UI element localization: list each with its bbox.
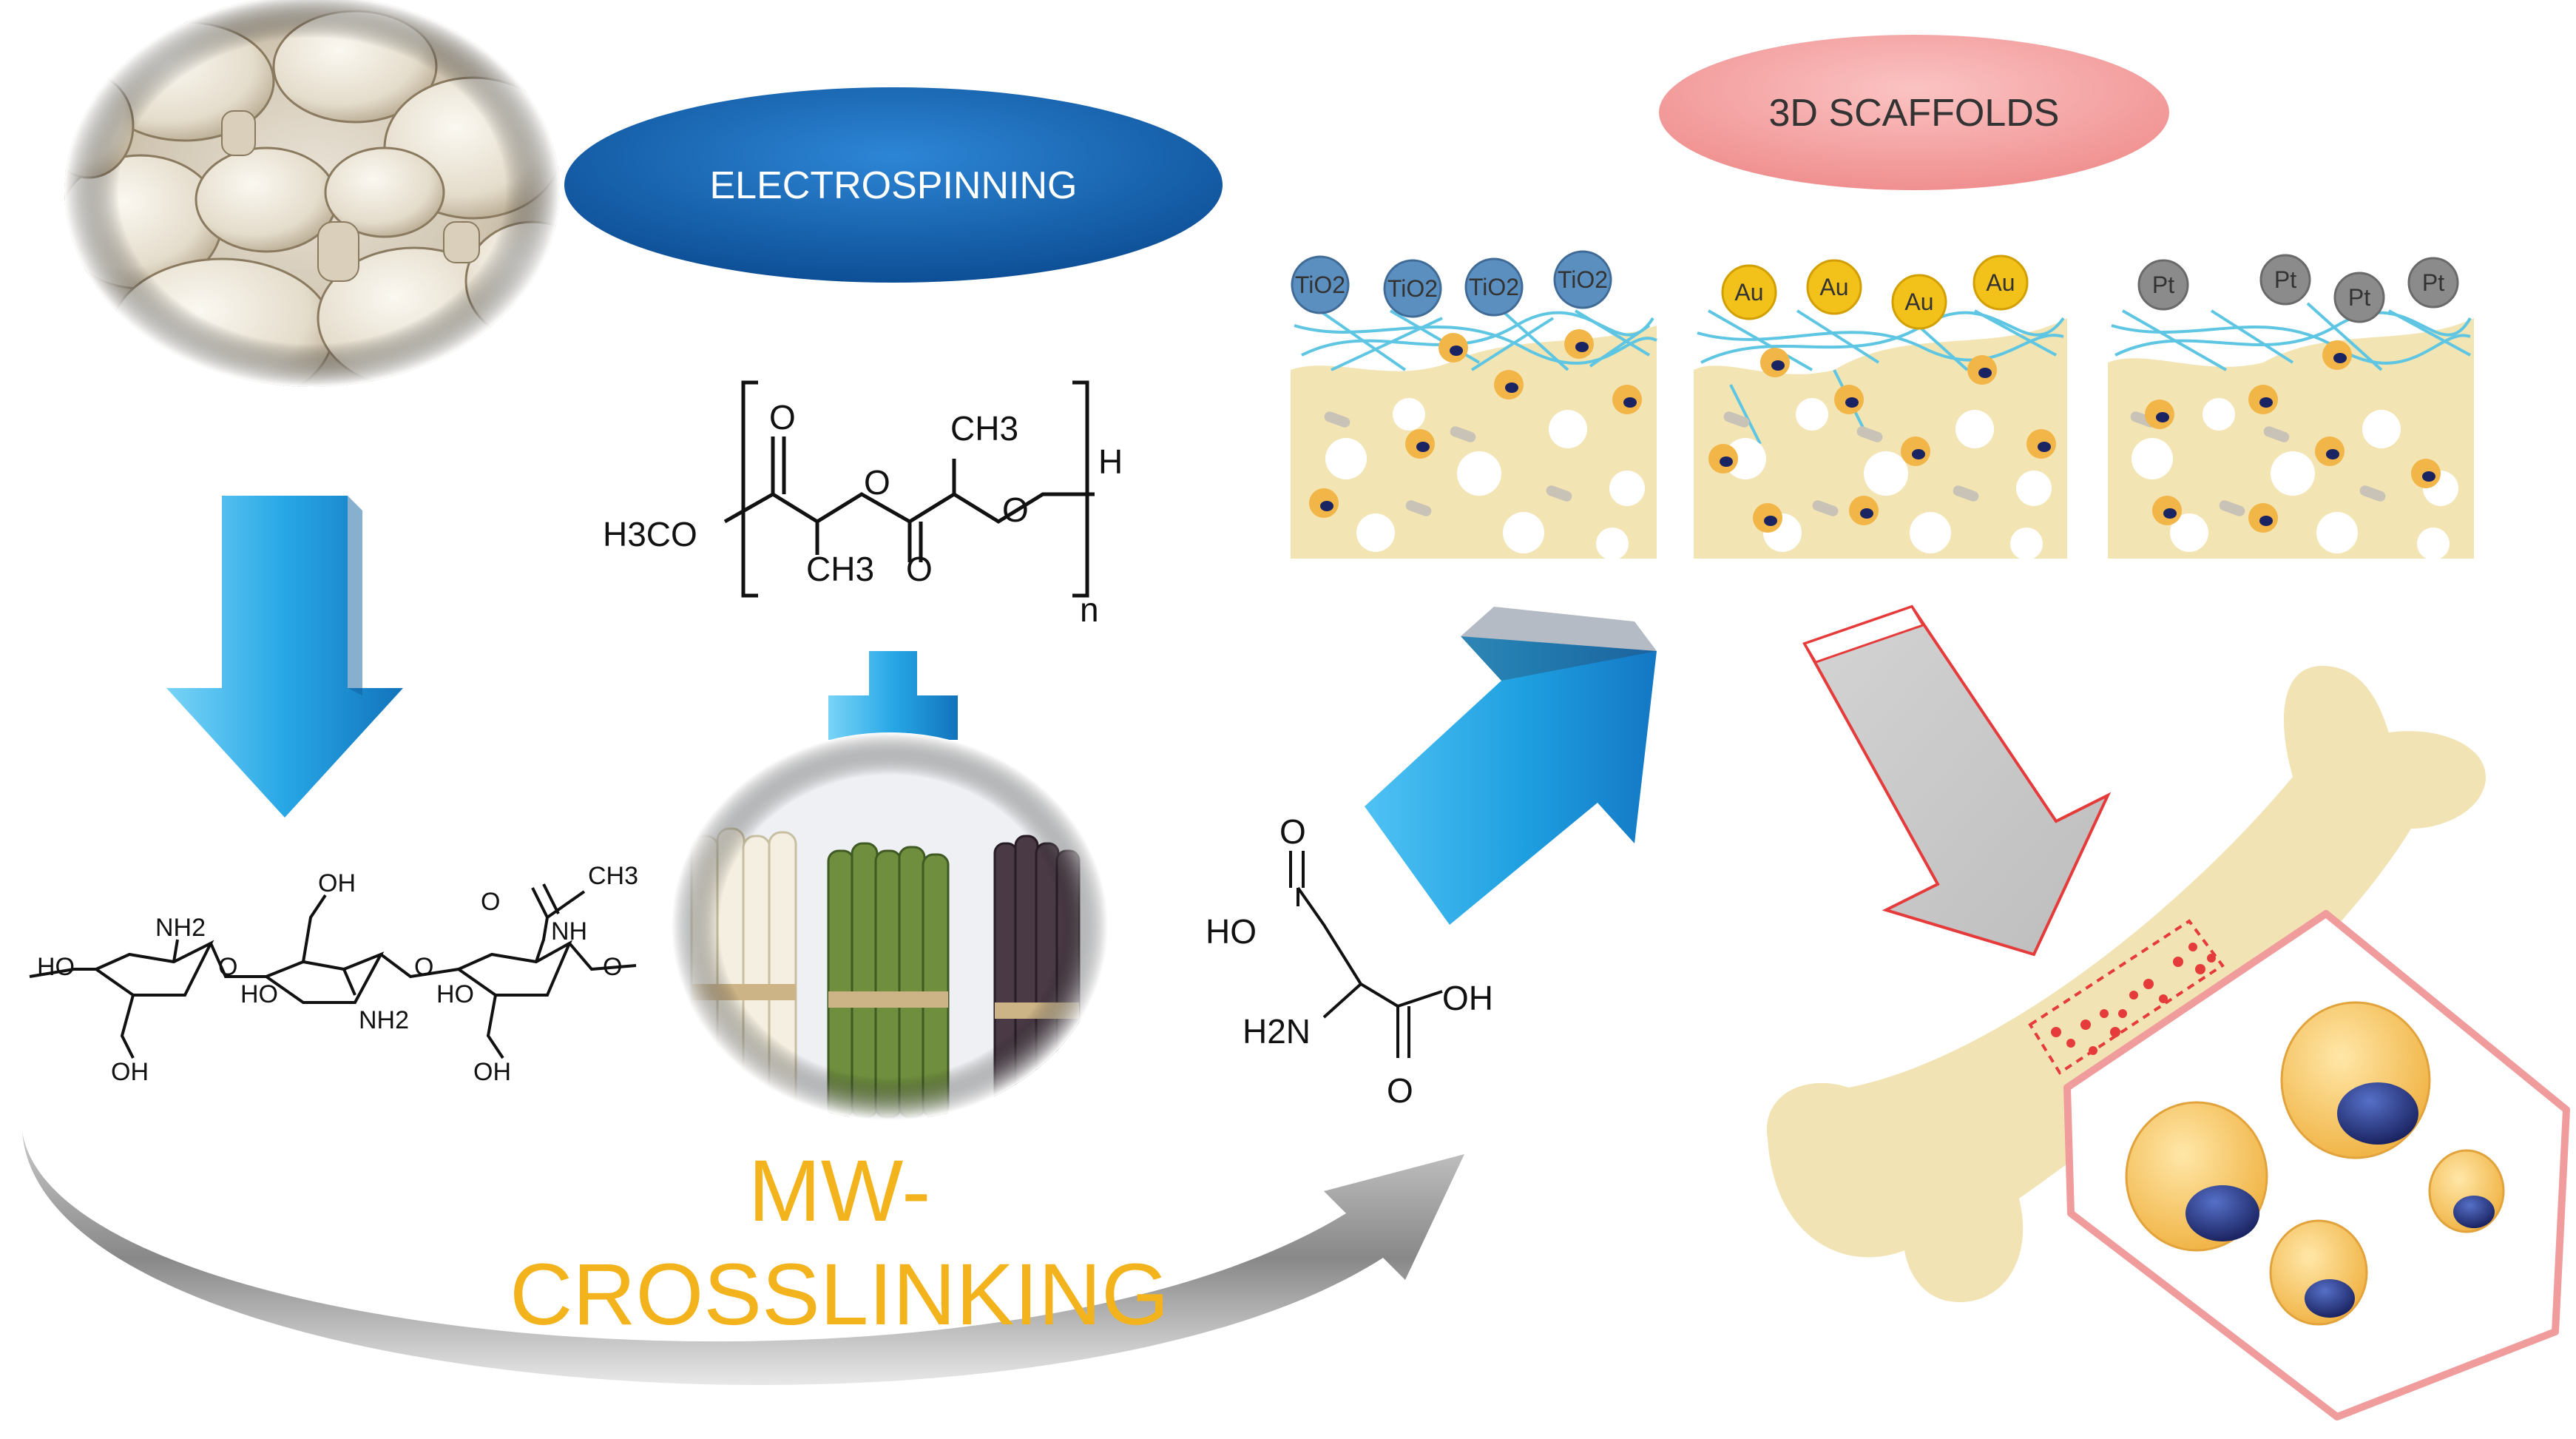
plus-icon (828, 651, 958, 784)
curved-arrow-icon (22, 1132, 1464, 1386)
pla-structure (723, 380, 1095, 598)
chitosan-o-4: O (603, 953, 622, 981)
electrospinning-oval: ELECTROSPINNING (564, 87, 1223, 283)
pt-label-4: Pt (2422, 269, 2444, 296)
aspartic-h2n: H2N (1243, 1012, 1311, 1051)
chitosan-o-3: O (481, 888, 500, 916)
pla-o-3: O (906, 550, 933, 588)
chitosan-nh2-2: NH2 (359, 1006, 409, 1034)
scaffold-panel-au: Au Au Au Au (1694, 255, 2067, 560)
tio2-label-4: TiO2 (1558, 266, 1608, 293)
pla-o-4: O (1002, 491, 1029, 529)
tio2-label-3: TiO2 (1469, 274, 1519, 300)
tio2-label-2: TiO2 (1387, 275, 1438, 302)
cell-icon (2125, 1001, 2505, 1326)
fracture-zone (2028, 919, 2225, 1075)
chitosan-structure (29, 883, 637, 1059)
aspartic-acid-structure (1289, 851, 1443, 1058)
tio2-particles: TiO2 TiO2 TiO2 TiO2 (1291, 250, 1612, 318)
pla-n: n (1080, 590, 1099, 629)
down-arrow-icon (166, 496, 403, 818)
tio2-label-1: TiO2 (1295, 272, 1345, 298)
au-label-4: Au (1986, 269, 2015, 296)
chitosan-ho-3: HO (436, 980, 474, 1008)
aspartic-o-2: O (1387, 1071, 1413, 1110)
chitosan-ho-2: HO (240, 980, 278, 1008)
aspartic-ho: HO (1206, 912, 1257, 951)
au-label-1: Au (1734, 279, 1763, 306)
bone-illustration (1766, 666, 2486, 1302)
diagonal-arrow-icon (1365, 607, 1657, 925)
scaffold-panel-tio2: TiO2 TiO2 TiO2 TiO2 (1291, 250, 1657, 560)
pt-label-1: Pt (2152, 272, 2174, 298)
aspartic-oh: OH (1442, 979, 1493, 1017)
pla-h3co: H3CO (603, 515, 697, 553)
chitosan-o-1: O (218, 953, 237, 981)
chitosan-oh-2: OH (318, 869, 356, 897)
cell-hexagon (2063, 910, 2570, 1421)
mw-label-line2: CROSSLINKING (510, 1246, 1169, 1344)
chitosan-nh2-1: NH2 (155, 914, 206, 942)
asparagus-photo (672, 732, 1108, 1120)
mushroom-photo (64, 0, 560, 387)
pt-label-3: Pt (2348, 284, 2370, 311)
au-particles: Au Au Au Au (1721, 255, 2029, 330)
down-right-arrow-icon (1802, 604, 2112, 957)
pla-o-2: O (864, 463, 890, 502)
pla-ch3-2: CH3 (950, 409, 1018, 448)
chitosan-oh-3: OH (473, 1058, 511, 1086)
chitosan-labels: NH2 HO OH O OH HO NH2 O HO OH NH O CH3 O (37, 862, 638, 1086)
chitosan-oh-1: OH (111, 1058, 149, 1086)
scaffolds-oval: 3D SCAFFOLDS (1659, 35, 2169, 190)
chitosan-o-2: O (414, 953, 433, 981)
pla-labels: H3CO O O O CH3 CH3 O H n (603, 398, 1123, 629)
pt-label-2: Pt (2274, 266, 2296, 293)
au-label-2: Au (1819, 274, 1848, 300)
electrospinning-label: ELECTROSPINNING (710, 164, 1078, 207)
au-label-3: Au (1904, 289, 1933, 315)
pla-h: H (1098, 442, 1123, 481)
pt-particles: Pt Pt Pt Pt (2137, 254, 2459, 323)
pla-ch3-1: CH3 (806, 550, 874, 588)
chitosan-ho-1: HO (37, 953, 75, 981)
scaffold-panel-pt: Pt Pt Pt Pt (2108, 254, 2474, 560)
pla-o-1: O (769, 398, 796, 437)
mw-label-line1: MW- (748, 1142, 931, 1240)
scaffolds-label: 3D SCAFFOLDS (1769, 92, 2060, 135)
chitosan-ch3: CH3 (588, 862, 638, 890)
mw-crosslinking-label: MW- CROSSLINKING (510, 1142, 1169, 1344)
aspartic-o-1: O (1279, 812, 1306, 851)
aspartic-labels: O HO OH H2N O (1206, 812, 1493, 1110)
chitosan-nh: NH (551, 917, 587, 946)
